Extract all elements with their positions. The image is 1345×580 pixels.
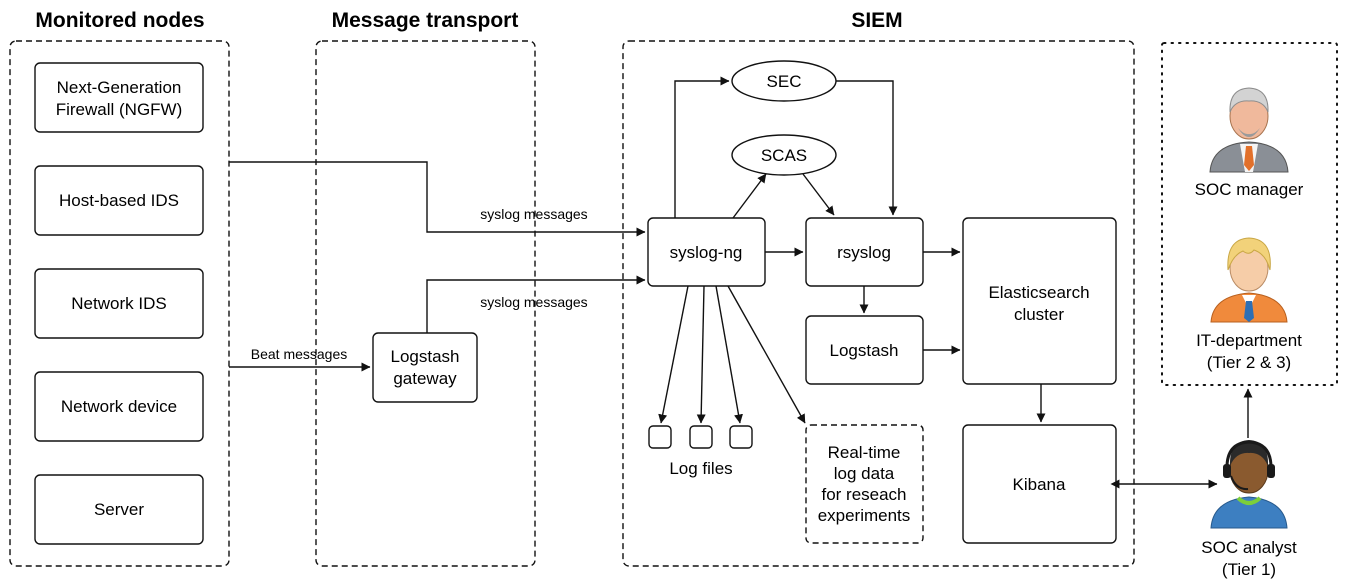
node-network-ids: Network IDS xyxy=(34,268,204,339)
monitored-nodes-container xyxy=(9,40,230,567)
svg-text:Elasticsearch: Elasticsearch xyxy=(988,283,1089,302)
node-real-time-log-data: Real-time log data for reseach experimen… xyxy=(805,424,924,544)
svg-text:SCAS: SCAS xyxy=(761,146,807,165)
log-file-2 xyxy=(689,425,713,449)
it-department-label-line1: IT-department xyxy=(1196,331,1302,350)
svg-text:Logstash: Logstash xyxy=(391,347,460,366)
svg-text:Network device: Network device xyxy=(61,397,177,416)
edge-scas-to-rsyslog xyxy=(802,173,835,216)
log-file-3 xyxy=(729,425,753,449)
edges xyxy=(229,76,1253,489)
escalation-group-container xyxy=(1161,42,1338,386)
log-files-label: Log files xyxy=(669,459,732,478)
node-server: Server xyxy=(34,474,204,545)
log-files: Log files xyxy=(648,425,753,478)
svg-text:for reseach: for reseach xyxy=(821,485,906,504)
svg-text:Next-Generation: Next-Generation xyxy=(57,78,182,97)
edge-label-syslog-messages-2: syslog messages xyxy=(480,294,587,310)
it-department-avatar-icon xyxy=(1210,237,1288,323)
edge-nodes-to-syslog-ng xyxy=(229,161,646,237)
node-rsyslog: rsyslog xyxy=(805,217,924,287)
edge-syslog-ng-to-realtime xyxy=(727,285,806,424)
node-syslog-ng: syslog-ng xyxy=(647,217,766,287)
svg-text:Server: Server xyxy=(94,500,144,519)
log-file-1 xyxy=(648,425,672,449)
region-title-message-transport: Message transport xyxy=(332,9,519,32)
node-ngfw: Next-Generation Firewall (NGFW) xyxy=(34,62,204,133)
svg-text:Logstash: Logstash xyxy=(830,341,899,360)
node-logstash: Logstash xyxy=(805,315,924,385)
svg-text:rsyslog: rsyslog xyxy=(837,243,891,262)
edge-syslog-ng-to-logfile-1 xyxy=(658,285,689,424)
node-sec: SEC xyxy=(731,60,837,102)
svg-text:experiments: experiments xyxy=(818,506,911,525)
region-title-siem: SIEM xyxy=(851,9,902,32)
edge-label-beat-messages: Beat messages xyxy=(251,346,348,362)
edge-gateway-to-syslog-ng xyxy=(426,275,646,333)
node-kibana: Kibana xyxy=(962,424,1117,544)
edge-syslog-ng-to-sec xyxy=(674,76,730,218)
it-department-label-line2: (Tier 2 & 3) xyxy=(1207,353,1291,372)
edge-syslog-ng-to-scas xyxy=(732,173,767,219)
node-logstash-gateway: Logstash gateway xyxy=(372,332,478,403)
svg-text:gateway: gateway xyxy=(393,369,457,388)
edge-label-syslog-messages-1: syslog messages xyxy=(480,206,587,222)
svg-text:Host-based IDS: Host-based IDS xyxy=(59,191,179,210)
edge-syslog-ng-to-logfile-3 xyxy=(715,285,743,424)
svg-text:Firewall (NGFW): Firewall (NGFW) xyxy=(56,100,183,119)
soc-analyst-avatar-icon xyxy=(1210,440,1288,529)
node-host-based-ids: Host-based IDS xyxy=(34,165,204,236)
soc-analyst-label-line1: SOC analyst xyxy=(1201,538,1297,557)
soc-manager-avatar-icon xyxy=(1209,87,1289,173)
svg-text:Kibana: Kibana xyxy=(1013,475,1066,494)
soc-analyst-label-line2: (Tier 1) xyxy=(1222,560,1276,579)
node-scas: SCAS xyxy=(731,134,837,176)
soc-manager-label: SOC manager xyxy=(1195,180,1304,199)
svg-text:SEC: SEC xyxy=(767,72,802,91)
svg-text:cluster: cluster xyxy=(1014,305,1064,324)
svg-text:log data: log data xyxy=(834,464,895,483)
siem-container xyxy=(622,40,1135,567)
message-transport-container xyxy=(315,40,536,567)
svg-text:Network IDS: Network IDS xyxy=(71,294,166,313)
svg-text:Real-time: Real-time xyxy=(828,443,901,462)
edge-syslog-ng-to-logfile-2 xyxy=(696,285,706,424)
node-network-device: Network device xyxy=(34,371,204,442)
node-elasticsearch-cluster: Elasticsearch cluster xyxy=(962,217,1117,385)
region-title-monitored-nodes: Monitored nodes xyxy=(35,9,204,32)
edge-sec-to-rsyslog xyxy=(836,80,898,216)
svg-text:syslog-ng: syslog-ng xyxy=(670,243,743,262)
